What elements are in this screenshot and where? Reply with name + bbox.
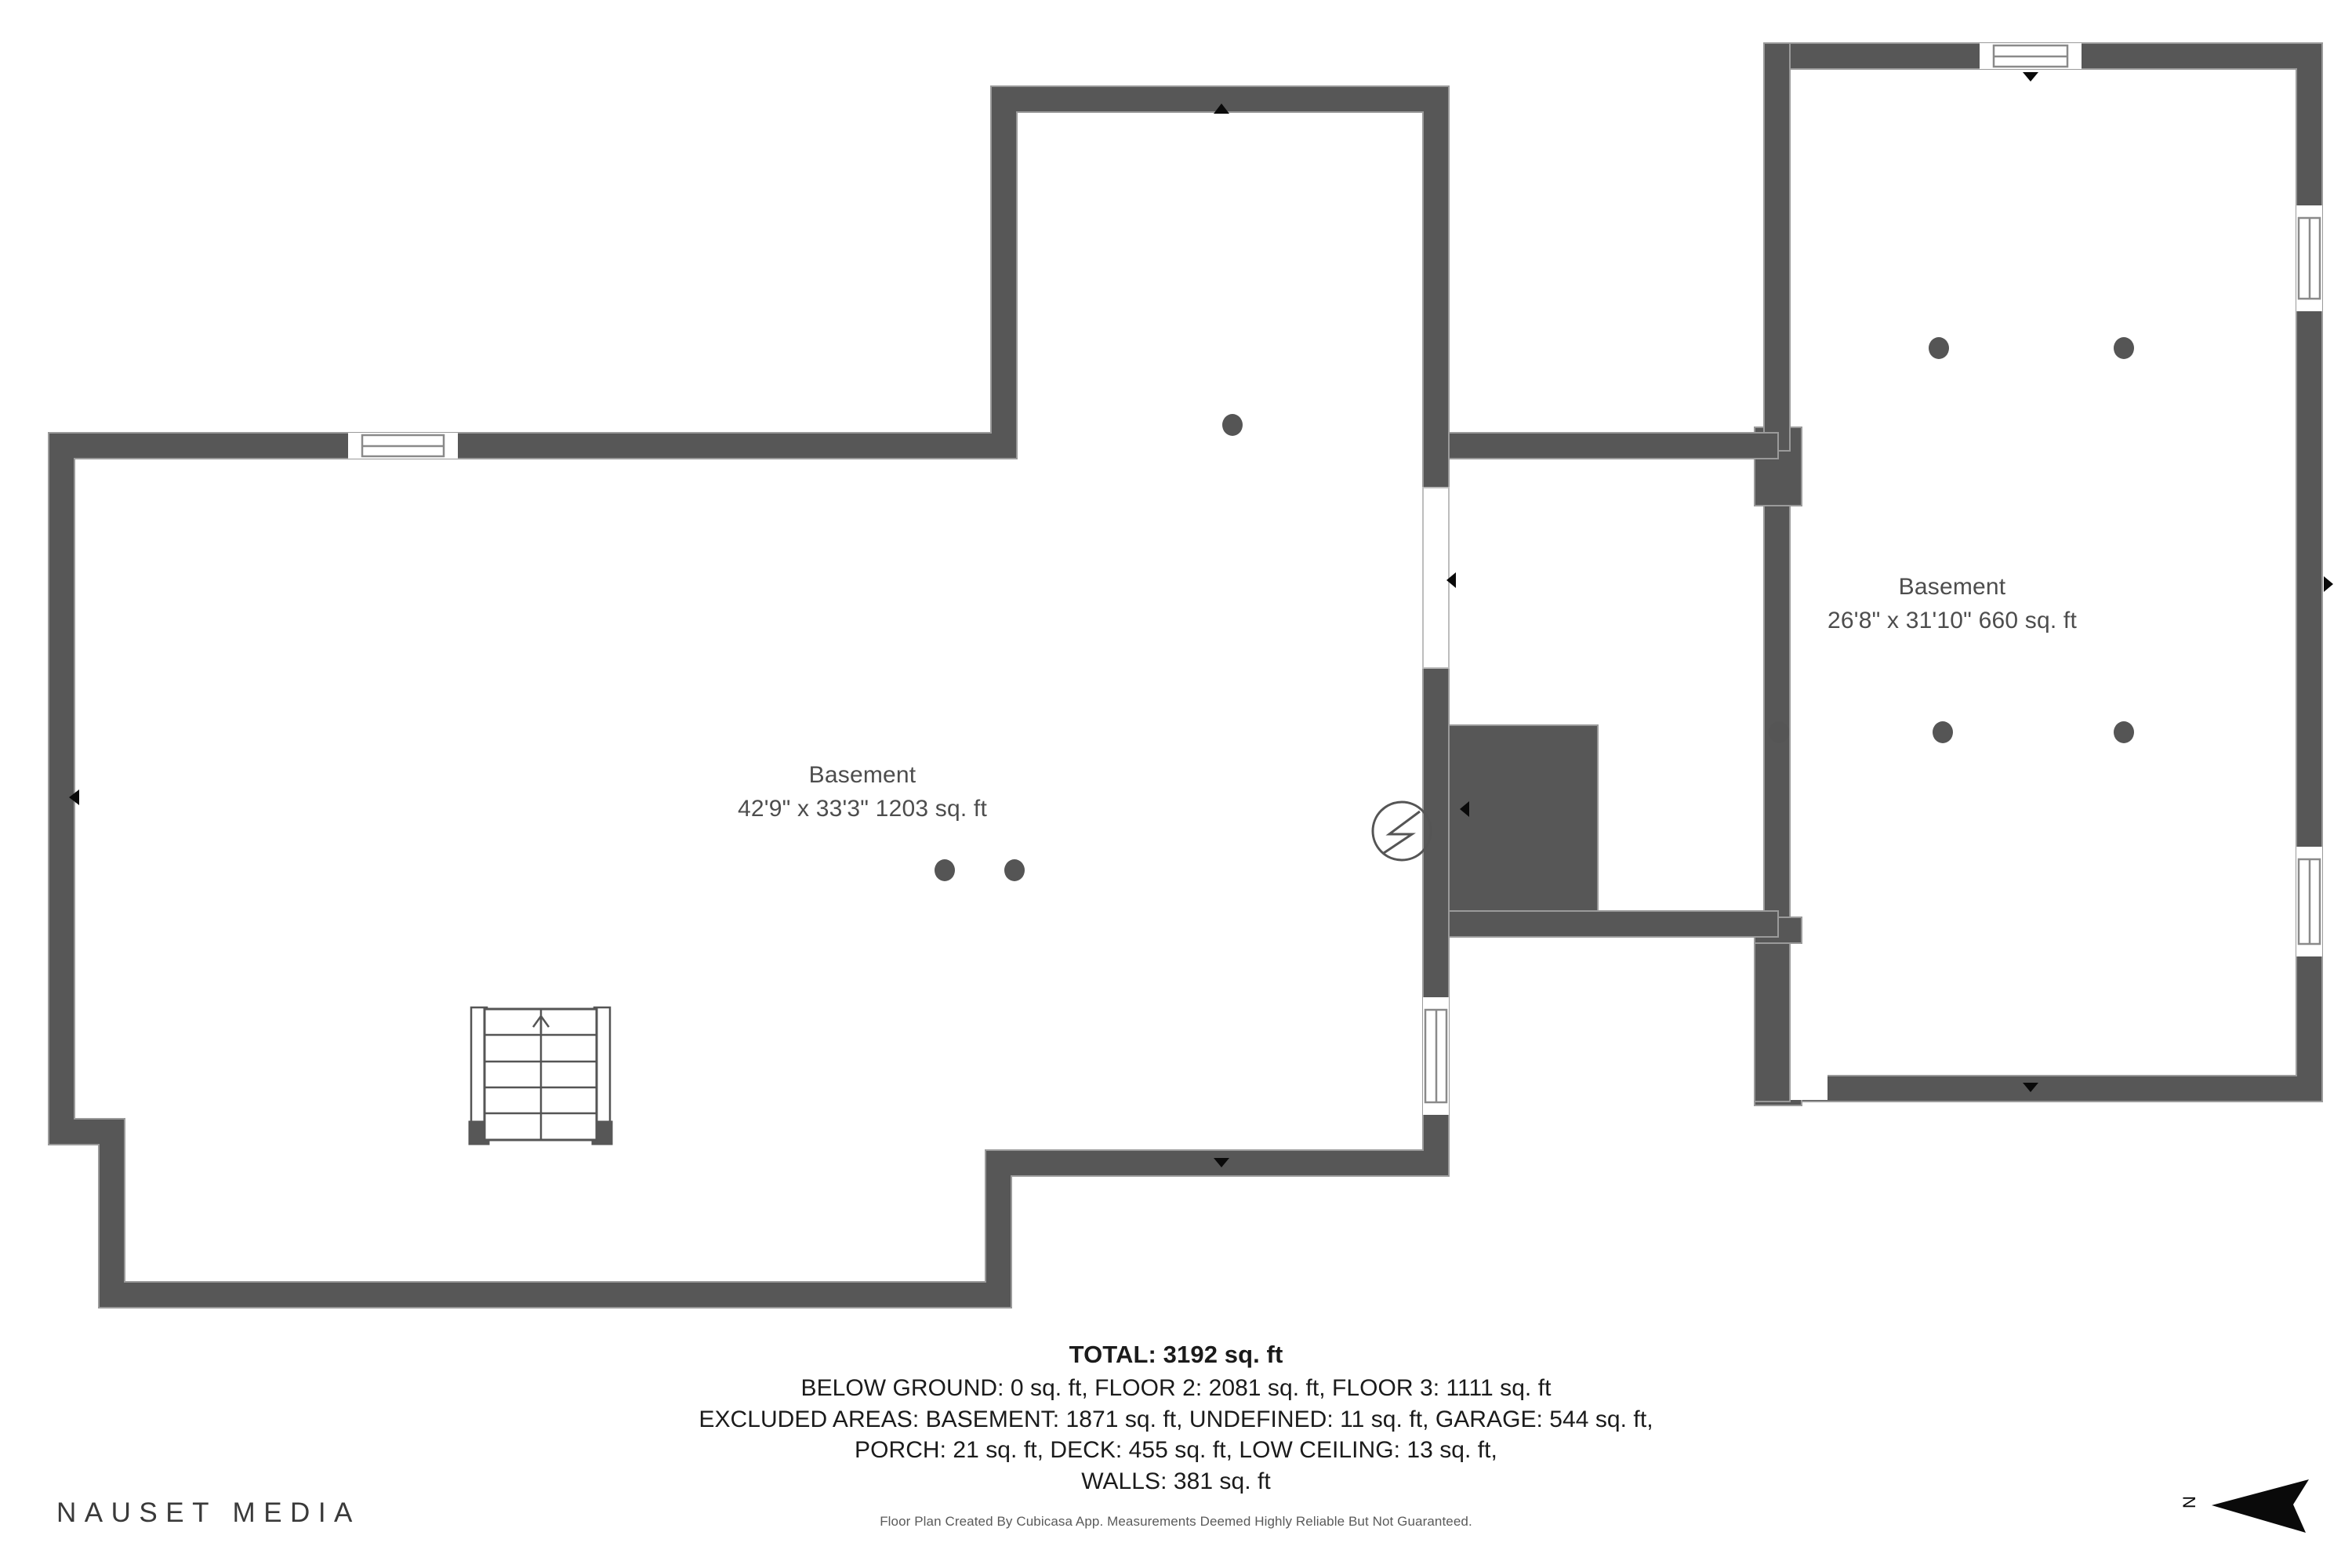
summary-total: TOTAL: 3192 sq. ft — [1069, 1341, 1283, 1368]
window-center-lower — [1423, 997, 1449, 1115]
room-name: Basement — [808, 762, 916, 788]
brand-logo: NAUSET MEDIA — [56, 1497, 361, 1528]
dimension-marker-left — [69, 789, 79, 805]
summary-line-3: PORCH: 21 sq. ft, DECK: 455 sq. ft, LOW … — [855, 1437, 1497, 1464]
window-right-lower — [2296, 847, 2322, 956]
support-column — [2114, 337, 2134, 359]
room-name: Basement — [1898, 574, 2006, 600]
area-summary: TOTAL: 3192 sq. ft BELOW GROUND: 0 sq. f… — [0, 1341, 2352, 1530]
stair-up-arrow — [532, 1014, 550, 1028]
dimension-marker-top-center — [1214, 103, 1229, 114]
dimension-marker-center — [1460, 801, 1469, 817]
dimension-marker-bottom-center — [1214, 1158, 1229, 1167]
disclaimer-text: Floor Plan Created By Cubicasa App. Meas… — [880, 1514, 1472, 1530]
summary-line-1: BELOW GROUND: 0 sq. ft, FLOOR 2: 2081 sq… — [800, 1375, 1552, 1401]
support-columns — [935, 337, 2134, 881]
staircase-up — [468, 1006, 613, 1145]
room-dimensions: 42'9" x 33'3" 1203 sq. ft — [738, 795, 987, 822]
support-column — [1004, 859, 1025, 881]
dimension-markers — [69, 103, 2333, 1167]
compass-north-label: N — [2179, 1496, 2199, 1508]
summary-line-2: EXCLUDED AREAS: BASEMENT: 1871 sq. ft, U… — [699, 1406, 1653, 1432]
room-label-basement-right: Basement 26'8" x 31'10" 660 sq. ft — [1788, 571, 2117, 637]
support-column — [935, 859, 955, 881]
window-top-right — [1980, 43, 2082, 82]
support-column — [1933, 721, 1953, 743]
dimension-marker — [2023, 72, 2038, 82]
compass-arrow-icon — [2212, 1479, 2309, 1533]
dimension-marker-bottom-right — [2023, 1083, 2038, 1092]
wall-opening-center — [1422, 487, 1456, 669]
room-label-basement-left: Basement 42'9" x 33'3" 1203 sq. ft — [666, 759, 1058, 826]
summary-line-4: WALLS: 381 sq. ft — [1081, 1468, 1271, 1494]
dimension-marker — [1446, 572, 1456, 588]
left-basement-walls — [48, 85, 1450, 1308]
electrical-panel-icon — [1371, 800, 1432, 862]
support-column — [2114, 721, 2134, 743]
support-column — [1769, 721, 1789, 743]
dimension-marker-right — [2324, 576, 2333, 592]
support-column — [1929, 337, 1949, 359]
support-column — [1222, 414, 1243, 436]
window-right-upper — [2296, 205, 2322, 311]
window-top-left — [348, 433, 458, 459]
room-dimensions: 26'8" x 31'10" 660 sq. ft — [1828, 607, 2077, 633]
center-party-wall — [1448, 432, 1779, 938]
compass-rose: N — [2179, 1478, 2332, 1541]
